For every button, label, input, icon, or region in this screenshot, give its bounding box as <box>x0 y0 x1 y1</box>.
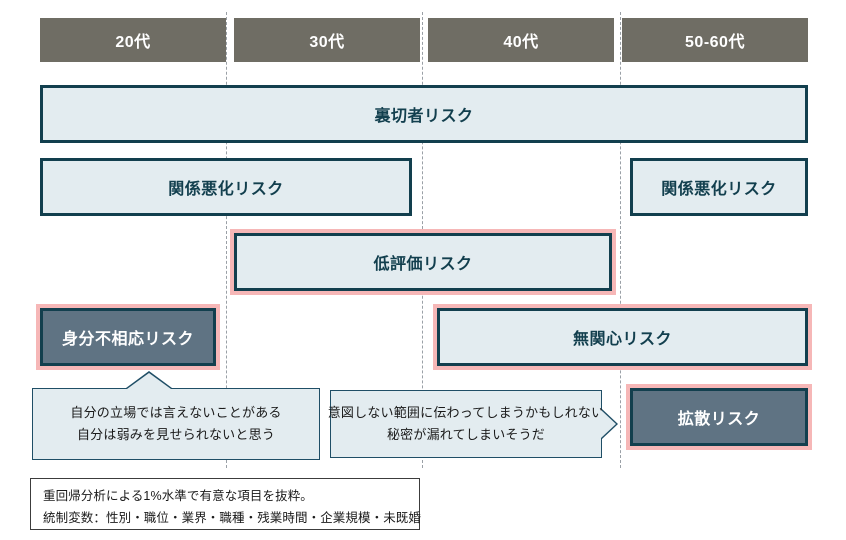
risk-bar-label: 拡散リスク <box>677 411 761 428</box>
age-group-tile-2: 40代 <box>428 18 614 62</box>
risk-bar-label: 関係悪化リスク <box>661 181 777 198</box>
risk-bar-4: 身分不相応リスク <box>36 304 220 370</box>
age-group-tile-3: 50-60代 <box>622 18 808 62</box>
risk-bar-3: 低評価リスク <box>230 229 616 295</box>
risk-bar-label: 無関心リスク <box>572 331 672 348</box>
age-group-tile-0: 20代 <box>40 18 226 62</box>
callout-line: 秘密が漏れてしまいそうだ <box>386 427 545 442</box>
callout-line: 自分は弱みを見せられないと思う <box>76 427 275 442</box>
footnote-line: 重回帰分析による1%水準で有意な項目を抜粋。 <box>43 489 313 503</box>
callout-line: 自分の立場では言えないことがある <box>70 404 282 420</box>
callout-0: 自分の立場では言えないことがある自分は弱みを見せられないと思う <box>32 388 320 460</box>
risk-bar-label: 身分不相応リスク <box>61 331 194 348</box>
age-group-label: 50-60代 <box>685 34 745 51</box>
risk-bar-label: 低評価リスク <box>373 256 473 273</box>
callout-line: 意図しない範囲に伝わってしまうかもしれない <box>327 404 605 420</box>
risk-bar-2: 関係悪化リスク <box>630 158 808 216</box>
callout-1: 意図しない範囲に伝わってしまうかもしれない秘密が漏れてしまいそうだ <box>327 390 605 458</box>
risk-bar-label: 裏切者リスク <box>374 108 474 125</box>
risk-bar-1: 関係悪化リスク <box>40 158 412 216</box>
risk-bar-6: 拡散リスク <box>626 384 812 450</box>
age-group-label: 30代 <box>309 34 345 51</box>
risk-bar-0: 裏切者リスク <box>40 85 808 143</box>
footnote: 重回帰分析による1%水準で有意な項目を抜粋。統制変数：性別・職位・業界・職種・残… <box>30 478 422 530</box>
age-group-tile-1: 30代 <box>234 18 420 62</box>
age-group-label: 20代 <box>115 34 151 51</box>
footnote-line: 統制変数：性別・職位・業界・職種・残業時間・企業規模・未既婚 <box>43 510 422 525</box>
callout-pointer-up <box>127 373 171 389</box>
risk-bar-5: 無関心リスク <box>433 304 812 370</box>
column-divider-2 <box>620 12 621 468</box>
risk-bar-label: 関係悪化リスク <box>168 181 284 198</box>
age-group-label: 40代 <box>503 34 539 51</box>
column-divider-0 <box>226 12 227 468</box>
callout-pointer-right <box>601 410 616 438</box>
